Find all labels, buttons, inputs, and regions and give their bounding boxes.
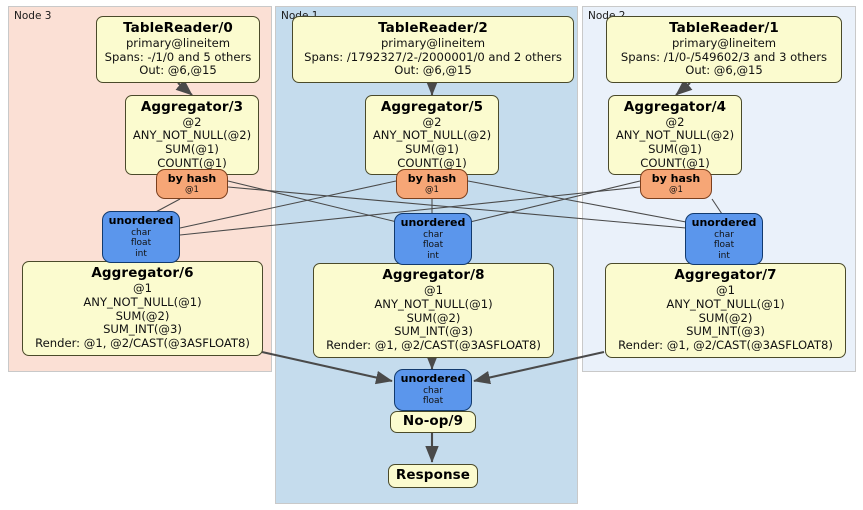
- graph-node-line-agg8-1: ANY_NOT_NULL(@1): [374, 296, 493, 311]
- graph-node-line-tr2-0: primary@lineitem: [380, 35, 486, 50]
- graph-node-line-unord1-1: float: [422, 240, 444, 251]
- graph-node-title-tr2: TableReader/2: [378, 20, 488, 37]
- graph-node-line-agg6-3: SUM_INT(@3): [103, 322, 182, 337]
- graph-node-line-agg7-3: SUM_INT(@3): [686, 324, 765, 339]
- graph-node-line-agg3-0: @2: [182, 114, 202, 129]
- graph-node-line-agg8-0: @1: [424, 283, 443, 298]
- graph-node-line-hash1-0: @1: [425, 185, 439, 196]
- graph-node-line-unord2-2: int: [718, 250, 730, 261]
- graph-node-line-agg5-0: @2: [422, 114, 442, 129]
- graph-node-line-agg7-2: SUM(@2): [698, 310, 753, 325]
- graph-node-line-unordFinal-0: char: [423, 385, 443, 396]
- graph-node-hash3[interactable]: by hash@1: [156, 169, 228, 199]
- graph-node-line-agg6-4: Render: @1, @2/CAST(@3ASFLOAT8): [35, 335, 250, 350]
- graph-node-line-agg3-3: COUNT(@1): [157, 155, 227, 170]
- graph-node-line-agg4-2: SUM(@1): [648, 141, 702, 156]
- graph-node-line-agg8-2: SUM(@2): [406, 310, 461, 325]
- graph-node-title-hash2: by hash: [651, 171, 701, 185]
- graph-node-line-agg6-1: ANY_NOT_NULL(@1): [83, 294, 202, 309]
- graph-node-line-agg6-0: @1: [133, 281, 152, 296]
- graph-node-line-unordFinal-1: float: [422, 396, 444, 407]
- graph-node-line-unord1-2: int: [427, 250, 439, 261]
- graph-node-line-tr0-0: primary@lineitem: [125, 35, 231, 50]
- graph-node-line-unord3-2: int: [135, 248, 147, 259]
- graph-node-line-agg7-4: Render: @1, @2/CAST(@3ASFLOAT8): [618, 337, 833, 352]
- graph-node-line-tr2-2: Out: @6,@15: [394, 63, 472, 78]
- graph-node-hash2[interactable]: by hash@1: [640, 169, 712, 199]
- graph-node-line-agg8-3: SUM_INT(@3): [394, 324, 473, 339]
- graph-node-title-agg4: Aggregator/4: [623, 98, 727, 115]
- graph-node-title-agg6: Aggregator/6: [91, 265, 194, 282]
- graph-node-title-agg7: Aggregator/7: [674, 267, 777, 284]
- graph-node-title-tr0: TableReader/0: [123, 20, 233, 37]
- graph-node-line-unord2-0: char: [714, 229, 734, 240]
- graph-node-title-response: Response: [395, 467, 471, 484]
- graph-node-response[interactable]: Response: [388, 464, 478, 488]
- graph-node-line-tr1-1: Spans: /1/0-/549602/3 and 3 others: [620, 49, 828, 64]
- graph-node-line-agg8-4: Render: @1, @2/CAST(@3ASFLOAT8): [326, 337, 541, 352]
- graph-node-line-agg3-2: SUM(@1): [165, 141, 219, 156]
- graph-node-title-tr1: TableReader/1: [669, 20, 779, 37]
- graph-node-title-unord2: unordered: [691, 215, 757, 229]
- graph-node-line-tr0-2: Out: @6,@15: [139, 63, 217, 78]
- graph-node-line-agg4-0: @2: [665, 114, 685, 129]
- graph-node-title-noop9: No-op/9: [402, 413, 464, 430]
- graph-node-line-hash3-0: @1: [185, 185, 199, 196]
- graph-node-title-hash1: by hash: [407, 171, 457, 185]
- graph-node-line-agg4-1: ANY_NOT_NULL(@2): [615, 128, 735, 143]
- graph-node-line-tr1-2: Out: @6,@15: [685, 63, 763, 78]
- graph-node-title-agg8: Aggregator/8: [382, 267, 485, 284]
- graph-node-title-agg3: Aggregator/3: [140, 98, 244, 115]
- graph-node-title-unordFinal: unordered: [400, 371, 466, 385]
- graph-node-title-unord1: unordered: [400, 215, 466, 229]
- graph-node-hash1[interactable]: by hash@1: [396, 169, 468, 199]
- graph-node-line-tr2-1: Spans: /1792327/2-/2000001/0 and 2 other…: [304, 49, 562, 64]
- graph-node-line-unord3-1: float: [130, 238, 152, 249]
- graph-node-line-tr0-1: Spans: -/1/0 and 5 others: [104, 49, 252, 64]
- graph-node-line-agg7-0: @1: [716, 283, 735, 298]
- node-region-label-node3: Node 3: [14, 10, 52, 22]
- graph-node-line-unord1-0: char: [423, 229, 443, 240]
- graph-node-line-agg7-1: ANY_NOT_NULL(@1): [666, 296, 785, 311]
- graph-node-title-agg5: Aggregator/5: [380, 98, 484, 115]
- graph-node-title-hash3: by hash: [167, 171, 217, 185]
- graph-node-line-agg3-1: ANY_NOT_NULL(@2): [132, 128, 252, 143]
- graph-node-line-hash2-0: @1: [669, 185, 683, 196]
- graph-node-line-unord3-0: char: [131, 227, 151, 238]
- graph-node-noop9[interactable]: No-op/9: [390, 411, 476, 433]
- graph-node-line-unord2-1: float: [713, 240, 735, 251]
- graph-node-line-agg4-3: COUNT(@1): [640, 155, 710, 170]
- graph-node-title-unord3: unordered: [108, 213, 174, 227]
- graph-node-line-agg6-2: SUM(@2): [115, 308, 170, 323]
- graph-node-line-agg5-3: COUNT(@1): [397, 155, 467, 170]
- graph-node-line-agg5-2: SUM(@1): [405, 141, 459, 156]
- graph-node-line-tr1-0: primary@lineitem: [671, 35, 777, 50]
- graph-node-line-agg5-1: ANY_NOT_NULL(@2): [372, 128, 492, 143]
